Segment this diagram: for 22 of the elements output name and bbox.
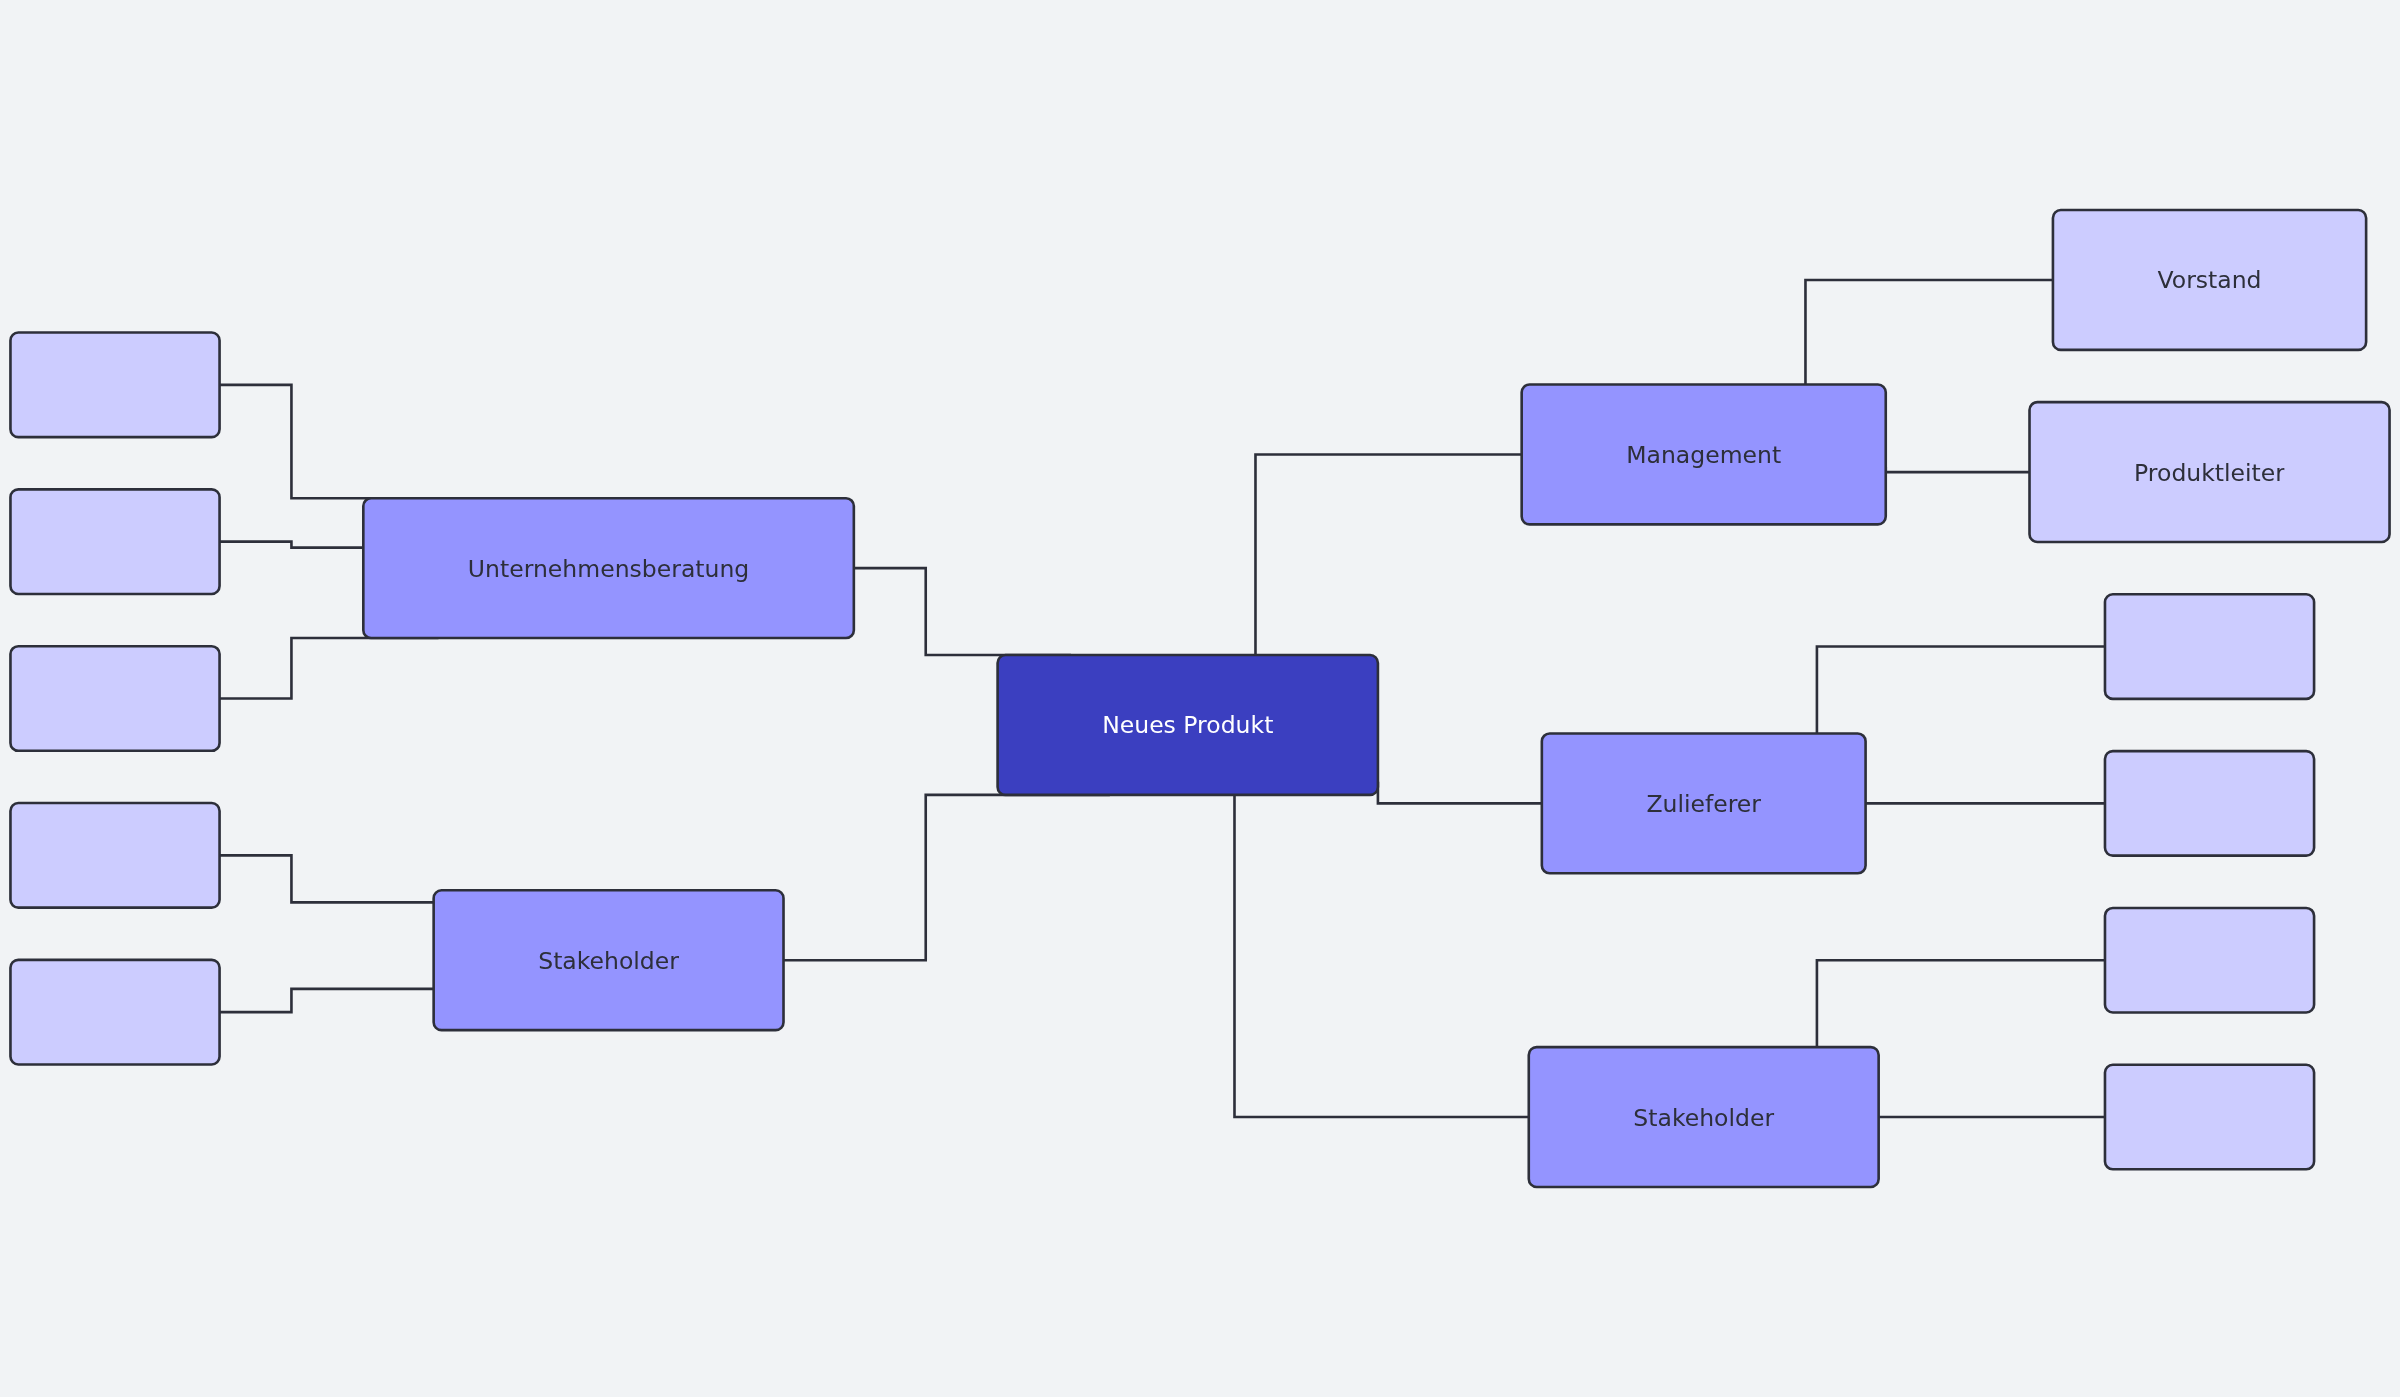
connector bbox=[1254, 453, 1522, 656]
node-box bbox=[9, 488, 221, 596]
node-box bbox=[2103, 1063, 2316, 1171]
connector bbox=[1233, 794, 1529, 1119]
node-box: Produktleiter bbox=[2028, 400, 2391, 544]
node-box: Management bbox=[1520, 383, 1888, 526]
node-box bbox=[2103, 592, 2316, 701]
node-box: Zulieferer bbox=[1540, 732, 1867, 875]
node-box bbox=[9, 958, 221, 1066]
node-box: Neues Produkt bbox=[996, 653, 1380, 797]
node-box bbox=[9, 644, 221, 753]
node-box bbox=[9, 331, 221, 439]
connector bbox=[1804, 278, 2053, 385]
connector bbox=[1815, 645, 2105, 734]
node-box: Stakeholder bbox=[1527, 1045, 1880, 1189]
node-box bbox=[2103, 906, 2316, 1014]
node-box: Unternehmensberatung bbox=[362, 496, 856, 640]
node-box: Stakeholder bbox=[432, 889, 785, 1032]
node-box bbox=[9, 801, 221, 909]
node-box: Vorstand bbox=[2051, 208, 2368, 352]
connector bbox=[1815, 958, 2105, 1048]
node-box bbox=[2103, 749, 2316, 857]
